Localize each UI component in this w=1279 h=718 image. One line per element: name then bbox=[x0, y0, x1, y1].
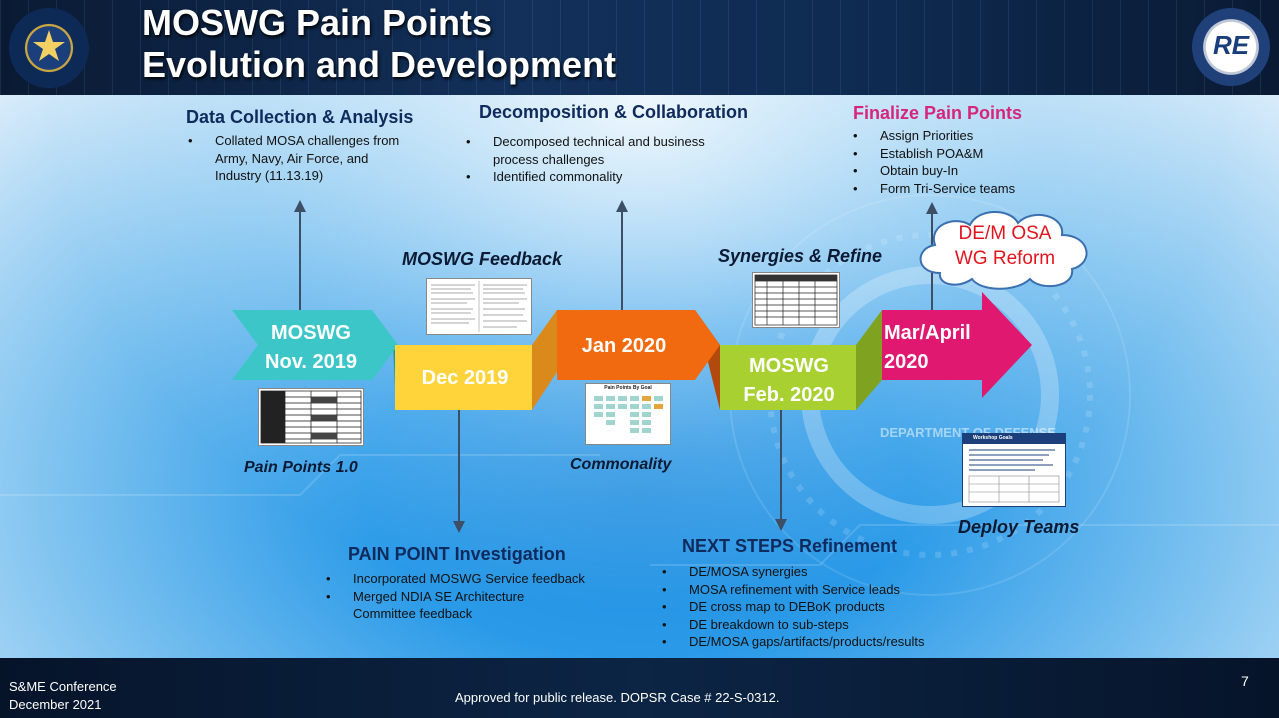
section-heading-decomposition: Decomposition & Collaboration bbox=[479, 102, 749, 122]
bullet-item: MOSA refinement with Service leads bbox=[660, 581, 960, 599]
conference-line-2: December 2021 bbox=[9, 697, 102, 712]
segment-line-2: 2020 bbox=[884, 351, 929, 373]
section-bullets-finalize: Assign Priorities Establish POA&M Obtain… bbox=[851, 127, 1091, 197]
re-logo-text: RE bbox=[1212, 30, 1250, 60]
segment-line-1: Jan 2020 bbox=[581, 335, 667, 357]
timeline-segment-feb-2020 bbox=[720, 345, 856, 410]
title-line-1: MOSWG Pain Points bbox=[142, 2, 493, 43]
reform-cloud-shape bbox=[919, 211, 1088, 290]
segment-line-1: Mar/April bbox=[884, 322, 971, 344]
header-bar: MOSWG Pain Points Evolution and Developm… bbox=[0, 0, 1279, 95]
synergies-table-thumbnail bbox=[752, 272, 840, 328]
timeline-segment-mar-april-2020 bbox=[882, 292, 1032, 398]
section-bullets-data-collection: Collated MOSA challenges from Army, Navy… bbox=[186, 132, 416, 185]
bullet-item: Collated MOSA challenges from Army, Navy… bbox=[186, 132, 416, 185]
footer-bar: S&ME Conference December 2021 Approved f… bbox=[0, 658, 1279, 718]
segment-line-2: Feb. 2020 bbox=[743, 384, 835, 406]
dod-seal-icon bbox=[9, 8, 89, 88]
segment-label-jan-2020: Jan 2020 bbox=[557, 332, 691, 361]
timeline-segment-dec-2019 bbox=[395, 345, 532, 410]
cloud-line-1: DE/M OSA bbox=[958, 223, 1052, 244]
bullet-item: Obtain buy-In bbox=[851, 162, 1091, 180]
bullet-item: DE/MOSA synergies bbox=[660, 563, 960, 581]
conference-line-1: S&ME Conference bbox=[9, 679, 117, 694]
title-line-2: Evolution and Development bbox=[142, 44, 617, 85]
deploy-teams-slide-thumbnail: Workshop Goals bbox=[962, 433, 1066, 507]
reform-cloud-text: DE/M OSA WG Reform bbox=[930, 221, 1080, 271]
bullet-item: DE breakdown to sub-steps bbox=[660, 616, 960, 634]
segment-label-mar-april-2020: Mar/April 2020 bbox=[884, 319, 994, 377]
commonality-thumbnail-title: Pain Points By Goal bbox=[604, 385, 652, 391]
section-bullets-next-steps: DE/MOSA synergies MOSA refinement with S… bbox=[660, 563, 960, 651]
segment-line-1: Dec 2019 bbox=[421, 367, 509, 389]
segment-line-2: Nov. 2019 bbox=[265, 351, 357, 373]
label-deploy-teams: Deploy Teams bbox=[958, 517, 1080, 537]
section-heading-pain-point-investigation: PAIN POINT Investigation bbox=[348, 544, 566, 564]
bullet-item: Decomposed technical and business proces… bbox=[464, 133, 724, 168]
section-heading-data-collection: Data Collection & Analysis bbox=[186, 107, 414, 127]
timeline-segment-nov-2019 bbox=[232, 310, 398, 380]
commonality-chart-thumbnail: Pain Points By Goal bbox=[585, 383, 671, 445]
page-title: MOSWG Pain Points Evolution and Developm… bbox=[142, 2, 616, 86]
timeline-segment-jan-2020 bbox=[557, 310, 720, 380]
bullet-item: DE/MOSA gaps/artifacts/products/results bbox=[660, 633, 960, 651]
bullet-item: Form Tri-Service teams bbox=[851, 180, 1091, 198]
label-pain-points-10: Pain Points 1.0 bbox=[244, 459, 358, 476]
deploy-thumbnail-title: Workshop Goals bbox=[973, 435, 1013, 441]
page-number: 7 bbox=[1241, 673, 1249, 689]
label-moswg-feedback: MOSWG Feedback bbox=[402, 249, 563, 269]
bullet-item: DE cross map to DEBoK products bbox=[660, 598, 960, 616]
feedback-document-thumbnail bbox=[426, 278, 532, 335]
bullet-item: Identified commonality bbox=[464, 168, 724, 186]
bullet-item: Merged NDIA SE Architecture Committee fe… bbox=[324, 588, 553, 623]
bullet-item: Incorporated MOSWG Service feedback bbox=[324, 570, 624, 588]
bullet-item: Assign Priorities bbox=[851, 127, 1091, 145]
approval-statement: Approved for public release. DOPSR Case … bbox=[455, 690, 780, 705]
label-synergies-refine: Synergies & Refine bbox=[718, 246, 883, 266]
segment-line-1: MOSWG bbox=[749, 355, 829, 377]
section-heading-finalize: Finalize Pain Points bbox=[853, 103, 1023, 123]
segment-label-nov-2019: MOSWG Nov. 2019 bbox=[240, 319, 382, 377]
segment-label-dec-2019: Dec 2019 bbox=[395, 364, 535, 393]
label-commonality: Commonality bbox=[570, 456, 672, 473]
bullet-item: Establish POA&M bbox=[851, 145, 1091, 163]
section-bullets-decomposition: Decomposed technical and business proces… bbox=[464, 133, 724, 186]
pain-points-table-thumbnail bbox=[258, 388, 364, 446]
segment-line-1: MOSWG bbox=[271, 322, 351, 344]
cloud-line-2: WG Reform bbox=[954, 248, 1056, 269]
segment-label-feb-2020: MOSWG Feb. 2020 bbox=[720, 352, 858, 410]
section-heading-next-steps: NEXT STEPS Refinement bbox=[682, 536, 898, 556]
re-logo-icon: RE bbox=[1192, 8, 1270, 86]
section-bullets-pain-point-investigation: Incorporated MOSWG Service feedback Merg… bbox=[324, 570, 624, 623]
